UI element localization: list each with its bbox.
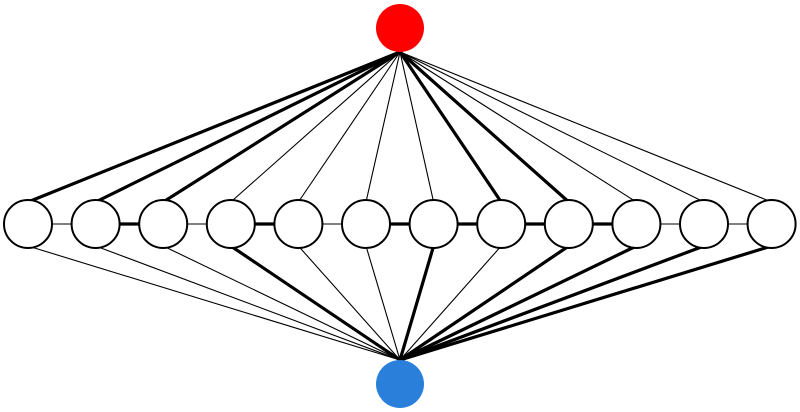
bottom-edge bbox=[399, 245, 502, 361]
top-edge bbox=[26, 50, 402, 204]
middle-node bbox=[611, 199, 662, 249]
top-edge bbox=[161, 50, 402, 204]
middle-node bbox=[476, 199, 527, 249]
top-edge bbox=[398, 50, 503, 204]
middle-node bbox=[70, 199, 121, 249]
middle-node bbox=[746, 199, 797, 249]
bottom-edge bbox=[95, 245, 401, 361]
top-edge bbox=[399, 51, 705, 203]
top-edges bbox=[26, 50, 773, 204]
bottom-edge bbox=[398, 244, 774, 362]
top-edge bbox=[398, 50, 571, 204]
top-edge bbox=[399, 51, 435, 203]
bottom-edge bbox=[398, 244, 706, 362]
middle-nodes bbox=[3, 199, 797, 249]
middle-node bbox=[341, 199, 391, 249]
top-edge bbox=[365, 51, 401, 203]
bottom-edge bbox=[398, 244, 571, 362]
top-edge bbox=[230, 51, 401, 203]
top-edge bbox=[399, 51, 637, 203]
top-edge bbox=[399, 51, 773, 203]
top-node bbox=[376, 4, 424, 52]
bottom-edge bbox=[27, 245, 401, 361]
middle-node bbox=[205, 199, 256, 249]
bottom-edge bbox=[365, 245, 401, 361]
bottom-edge bbox=[162, 245, 401, 361]
top-edge bbox=[297, 51, 401, 203]
middle-node bbox=[543, 199, 594, 249]
bottom-edge bbox=[297, 245, 401, 361]
bottom-edge bbox=[398, 244, 436, 362]
bottom-edge bbox=[229, 244, 402, 362]
middle-node bbox=[408, 199, 459, 249]
top-edge bbox=[93, 50, 402, 204]
middle-node bbox=[273, 199, 324, 249]
bottom-node bbox=[376, 360, 424, 408]
middle-node bbox=[3, 199, 53, 249]
middle-node bbox=[138, 199, 189, 249]
bottom-edges bbox=[27, 244, 774, 362]
bottom-edge bbox=[398, 244, 639, 362]
middle-node bbox=[679, 199, 729, 249]
